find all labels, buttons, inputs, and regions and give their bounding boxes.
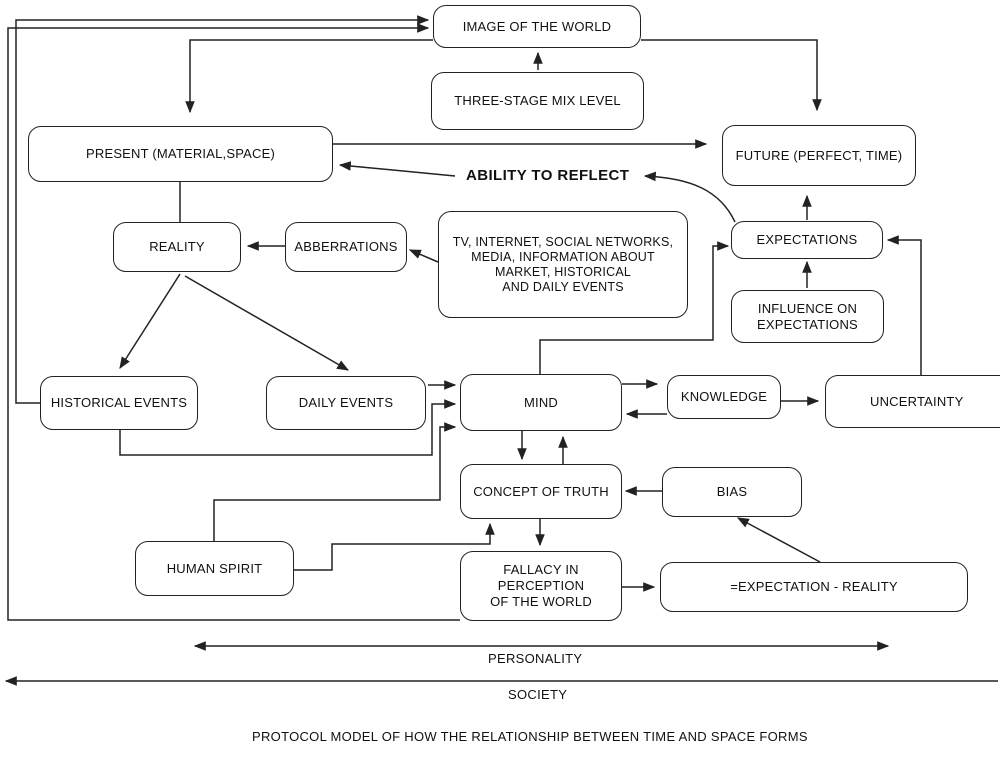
node-concept-of-truth: CONCEPT OF TRUTH (460, 464, 622, 519)
node-present: PRESENT (MATERIAL,SPACE) (28, 126, 333, 182)
label-society: SOCIETY (508, 687, 568, 702)
node-expectations: EXPECTATIONS (731, 221, 883, 259)
arrow-spirit-to-truth (294, 522, 495, 571)
arrow-image-to-present (185, 39, 433, 114)
caption: PROTOCOL MODEL OF HOW THE RELATIONSHIP B… (252, 729, 808, 744)
node-bias: BIAS (662, 467, 802, 517)
node-knowledge: KNOWLEDGE (667, 375, 781, 419)
node-abberrations: ABBERRATIONS (285, 222, 407, 272)
arrow-spirit-to-mind (213, 422, 457, 541)
node-image-of-the-world: IMAGE OF THE WORLD (433, 5, 641, 48)
arrow-expreality-to-bias (736, 517, 821, 563)
node-reality: REALITY (113, 222, 241, 272)
node-expectation-minus-reality: =EXPECTATION - REALITY (660, 562, 968, 612)
arrow-mind-to-expectations (539, 241, 730, 374)
node-fallacy-in-perception: FALLACY IN PERCEPTION OF THE WORLD (460, 551, 622, 621)
arrow-fallacy-to-image (7, 23, 460, 621)
node-future: FUTURE (PERFECT, TIME) (722, 125, 916, 186)
node-daily-events: DAILY EVENTS (266, 376, 426, 430)
node-influence-on-expectations: INFLUENCE ON EXPECTATIONS (731, 290, 884, 343)
arrow-historical-to-mind (119, 399, 457, 456)
node-mind: MIND (460, 374, 622, 431)
label-personality: PERSONALITY (488, 651, 583, 666)
arrow-historical-to-image (15, 15, 430, 404)
node-historical-events: HISTORICAL EVENTS (40, 376, 198, 430)
arrow-ability-to-present (338, 161, 456, 177)
node-media-sources: TV, INTERNET, SOCIAL NETWORKS, MEDIA, IN… (438, 211, 688, 318)
arrow-expectations-to-ability (643, 171, 736, 223)
arrow-media-to-abberrations (408, 249, 439, 263)
arrow-uncertainty-to-expectations (886, 235, 922, 375)
arrow-reality-to-daily (184, 275, 350, 371)
node-three-stage-mix-level: THREE-STAGE MIX LEVEL (431, 72, 644, 130)
arrow-image-to-future (641, 39, 822, 112)
label-ability-to-reflect: ABILITY TO REFLECT (466, 167, 630, 184)
arrow-reality-to-historical (119, 273, 181, 370)
node-uncertainty: UNCERTAINTY (825, 375, 1000, 428)
node-human-spirit: HUMAN SPIRIT (135, 541, 294, 596)
